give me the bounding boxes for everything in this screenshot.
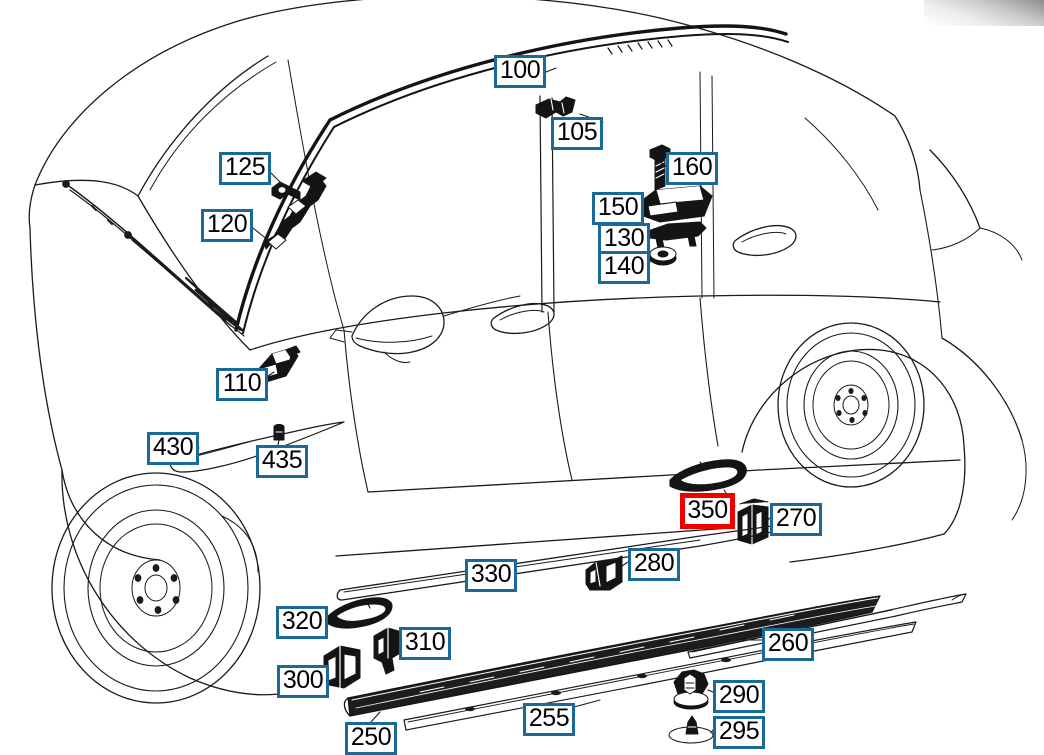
push-pin-part-295 xyxy=(668,715,714,744)
clip-part-280 xyxy=(585,555,623,591)
rear-door-handle xyxy=(732,225,797,257)
callout-label-300[interactable]: 300 xyxy=(277,665,329,698)
door-shutlines xyxy=(343,189,943,493)
callout-label-295[interactable]: 295 xyxy=(713,716,765,749)
grommet-part-140 xyxy=(649,246,677,266)
car-body-outline xyxy=(28,0,661,471)
clip-part-310 xyxy=(373,627,403,675)
expanding-rivet-part-290 xyxy=(673,669,709,710)
callout-label-430[interactable]: 430 xyxy=(147,432,199,465)
callout-label-100[interactable]: 100 xyxy=(494,55,546,88)
callout-label-290[interactable]: 290 xyxy=(713,680,765,713)
clip-part-435 xyxy=(273,423,285,441)
cowl-screw-part-125 xyxy=(271,181,301,201)
sill-molding-part-255 xyxy=(403,621,917,731)
callout-label-255[interactable]: 255 xyxy=(523,703,575,736)
callout-label-120[interactable]: 120 xyxy=(201,209,253,242)
callout-label-160[interactable]: 160 xyxy=(666,152,718,185)
callout-label-280[interactable]: 280 xyxy=(628,548,680,581)
end-cap-part-320 xyxy=(325,597,393,629)
car-window-frames xyxy=(249,17,941,351)
cowl-trim-part-120 xyxy=(263,171,327,250)
front-door-handle xyxy=(490,303,555,335)
callout-label-270[interactable]: 270 xyxy=(770,503,822,536)
bracket-part-130 xyxy=(647,221,707,249)
callout-label-125[interactable]: 125 xyxy=(219,152,271,185)
callout-label-310[interactable]: 310 xyxy=(399,627,451,660)
roof-rail-part-100 xyxy=(234,24,789,334)
callout-label-260[interactable]: 260 xyxy=(762,628,814,661)
bolt-part-160 xyxy=(649,144,671,191)
callout-label-105[interactable]: 105 xyxy=(551,117,603,150)
callout-label-330[interactable]: 330 xyxy=(465,559,517,592)
windshield-wipers xyxy=(62,180,245,337)
callout-label-110[interactable]: 110 xyxy=(216,368,268,401)
front-wheel xyxy=(51,472,261,704)
callout-label-150[interactable]: 150 xyxy=(592,192,644,225)
handle-housing-part-150 xyxy=(627,185,713,223)
callout-label-350[interactable]: 350 xyxy=(680,493,735,529)
callout-label-250[interactable]: 250 xyxy=(345,722,397,755)
rear-wheel xyxy=(777,322,925,488)
sill-assembly-part-250 xyxy=(343,595,881,717)
callout-label-320[interactable]: 320 xyxy=(276,606,328,639)
clip-set-part-270 xyxy=(737,498,769,545)
roof-rail-clip-part-105 xyxy=(535,96,576,119)
callout-label-435[interactable]: 435 xyxy=(256,445,308,478)
callout-label-140[interactable]: 140 xyxy=(598,251,650,284)
sill-end-cap-part-350 xyxy=(669,459,747,492)
side-mirror xyxy=(329,295,521,363)
clip-part-300 xyxy=(323,645,361,689)
